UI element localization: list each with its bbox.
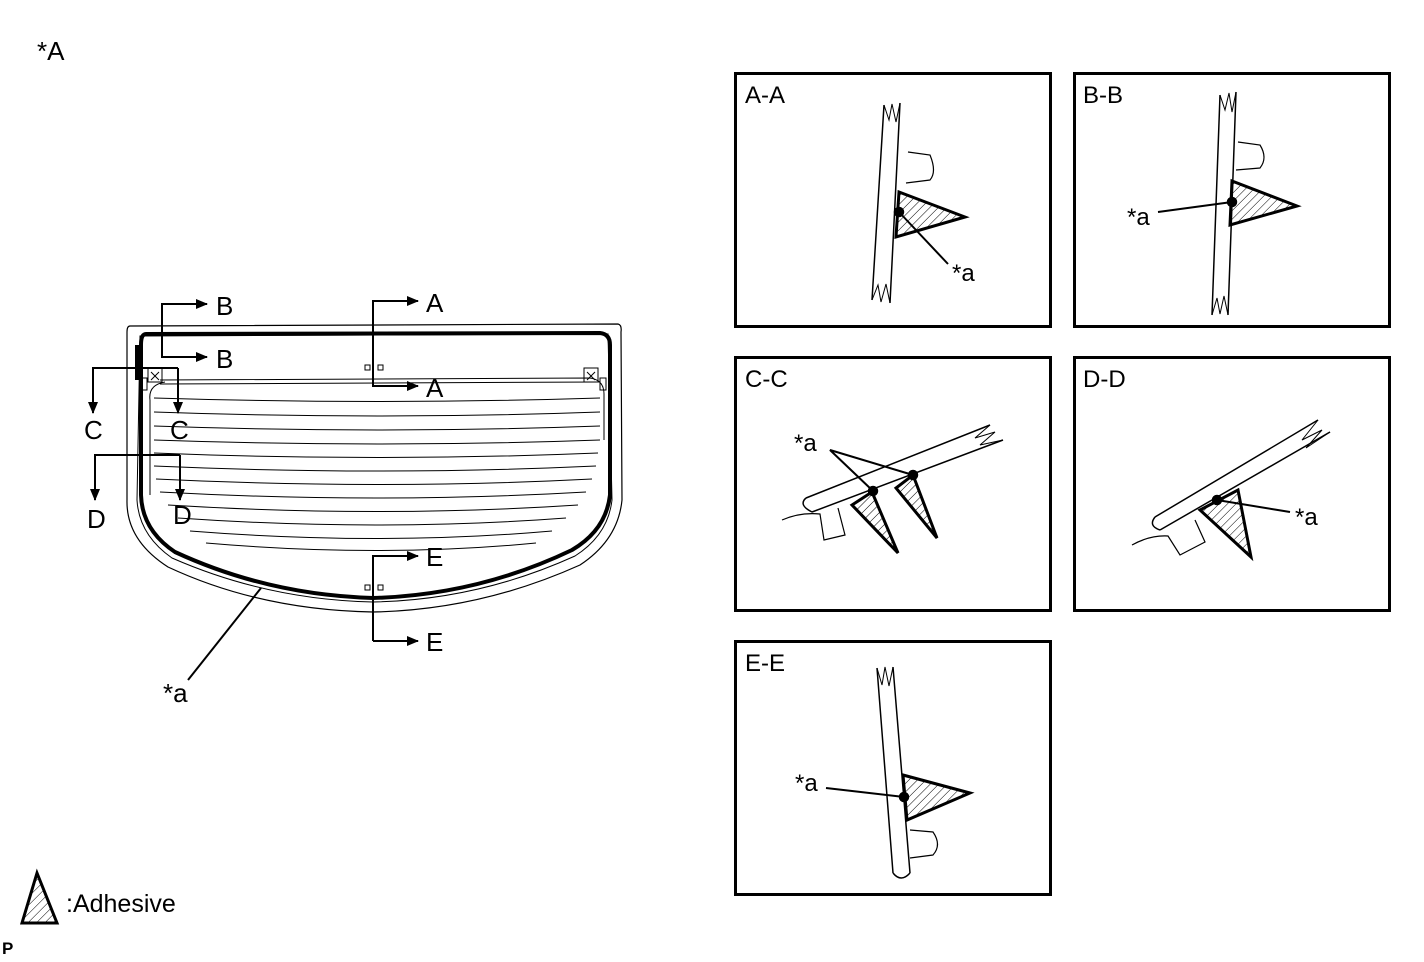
panel-callout-aa: *a bbox=[952, 260, 975, 287]
section-panel-bb bbox=[1073, 72, 1391, 328]
section-dd-graphic bbox=[1131, 419, 1331, 562]
cc-adhesive-1 bbox=[849, 489, 900, 555]
section-marker-c-right: C bbox=[170, 415, 189, 445]
cut-line-b-bottom bbox=[161, 345, 208, 362]
left-terminal bbox=[147, 367, 163, 383]
adhesive-legend-symbol bbox=[19, 868, 60, 925]
section-cc-graphic bbox=[781, 424, 1004, 555]
adhesive-bead bbox=[139, 330, 612, 601]
section-marker-d-left: D bbox=[87, 504, 106, 534]
section-marker-a-top: A bbox=[426, 288, 444, 318]
figure-label: *A bbox=[37, 36, 65, 66]
panel-title-bb: B-B bbox=[1083, 82, 1124, 109]
adhesive-legend-text: :Adhesive bbox=[66, 890, 176, 918]
glass-callout-label: *a bbox=[163, 678, 188, 708]
section-marker-d-right: D bbox=[173, 500, 192, 530]
glass-callout-leader bbox=[187, 587, 262, 681]
section-panel-aa bbox=[734, 72, 1052, 328]
panel-callout-ee: *a bbox=[795, 770, 818, 797]
cut-line-b-top bbox=[161, 299, 208, 345]
defogger-lines bbox=[153, 381, 601, 551]
panel-callout-dd: *a bbox=[1295, 504, 1318, 531]
ee-glass bbox=[876, 666, 911, 879]
panel-callout-cc: *a bbox=[794, 430, 817, 457]
cut-line-e-top bbox=[372, 551, 419, 641]
back-glass-overview bbox=[126, 323, 623, 613]
section-marker-b-top: B bbox=[216, 291, 234, 321]
right-terminal bbox=[583, 367, 599, 383]
cut-line-d-left bbox=[90, 454, 180, 501]
section-marker-e-top: E bbox=[426, 542, 444, 572]
section-marker-b-bottom: B bbox=[216, 344, 234, 374]
section-cut-lines bbox=[88, 296, 419, 681]
section-aa-graphic bbox=[871, 102, 970, 304]
section-panel-ee bbox=[734, 640, 1052, 896]
section-panel-cc bbox=[734, 356, 1052, 612]
section-marker-c-left: C bbox=[84, 415, 103, 445]
section-ee-graphic bbox=[825, 666, 975, 879]
bb-molding bbox=[1235, 141, 1265, 171]
panel-callout-bb: *a bbox=[1127, 204, 1150, 231]
ee-molding bbox=[909, 829, 939, 859]
dd-molding bbox=[1131, 519, 1206, 556]
cc-glass bbox=[802, 424, 1004, 513]
cut-line-a-top bbox=[372, 296, 419, 385]
aa-glass bbox=[871, 102, 901, 304]
footer-code: P bbox=[2, 939, 14, 958]
panel-title-dd: D-D bbox=[1083, 366, 1126, 393]
aa-molding bbox=[905, 151, 935, 184]
cc-molding bbox=[781, 507, 846, 541]
section-panel-dd bbox=[1073, 356, 1391, 612]
section-bb-graphic bbox=[1157, 91, 1302, 316]
cc-adhesive-2 bbox=[893, 472, 939, 539]
section-marker-e-bottom: E bbox=[426, 627, 444, 657]
dd-glass bbox=[1151, 419, 1331, 531]
cut-line-a-bottom bbox=[372, 381, 419, 391]
panel-title-ee: E-E bbox=[745, 650, 786, 677]
panel-title-aa: A-A bbox=[745, 82, 786, 109]
panel-title-cc: C-C bbox=[745, 366, 788, 393]
defogger-frame bbox=[149, 377, 605, 495]
cut-line-c-left bbox=[88, 367, 178, 414]
section-marker-a-bottom: A bbox=[426, 373, 444, 403]
